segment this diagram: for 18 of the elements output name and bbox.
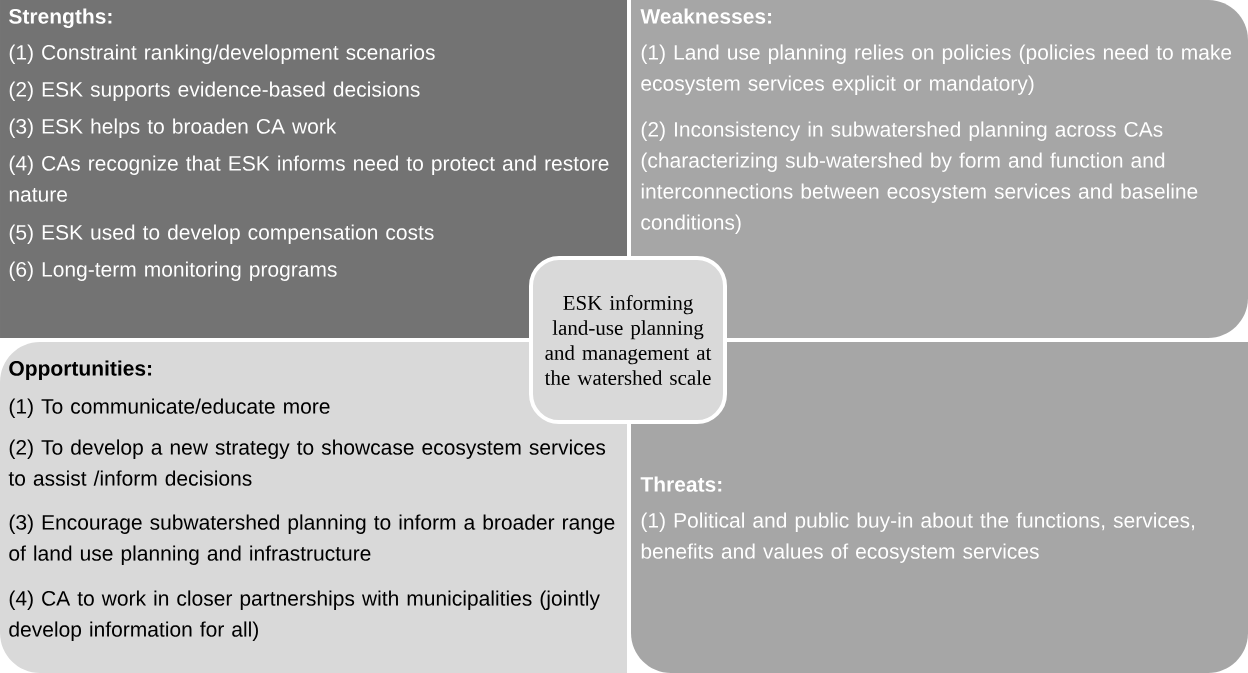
panel-heading: Threats: — [640, 476, 722, 492]
list-item: (3) Encourage subwatershed planning to inform a broader range of land use planning and infrastructure — [9, 514, 615, 565]
list-item: (2) To develop a new strategy to showcase ecosystem services to assist /inform decisions — [8, 439, 606, 486]
list-item: (4) CAs recognize that ESK informs need to protect and restore nature — [9, 155, 609, 202]
list-item: (3) ESK helps to broaden CA work — [9, 118, 337, 138]
panel-heading: Opportunities: — [9, 360, 152, 380]
list-item: (5) ESK used to develop compensation costs — [9, 224, 434, 244]
list-item: (2) ESK supports evidence-based decisions — [9, 81, 420, 101]
center-box: ESK informing land-use planning and management at the watershed scale — [529, 256, 727, 424]
list-item: (1) To communicate/educate more — [9, 398, 330, 418]
panel-heading: Strengths: — [9, 8, 112, 29]
list-item: (2) Inconsistency in subwatershed planning across CAs (characterizing sub-watershed by form and function and interconnections between ecosystem services and baseline conditions) — [641, 121, 1198, 234]
list-item: (1) Land use planning relies on policies (policies need to make ecosystem services explicit or mandatory) — [641, 44, 1232, 95]
list-item: (1) Political and public buy-in about the functions, services, benefits and values of ecosystem services — [641, 512, 1195, 563]
list-item: (1) Constraint ranking/development scenarios — [9, 44, 435, 64]
list-item: (4) CA to work in closer partnerships with municipalities (jointly develop information for all) — [9, 590, 600, 641]
list-item: (6) Long-term monitoring programs — [9, 261, 337, 281]
panel-heading: Weaknesses: — [640, 8, 772, 24]
